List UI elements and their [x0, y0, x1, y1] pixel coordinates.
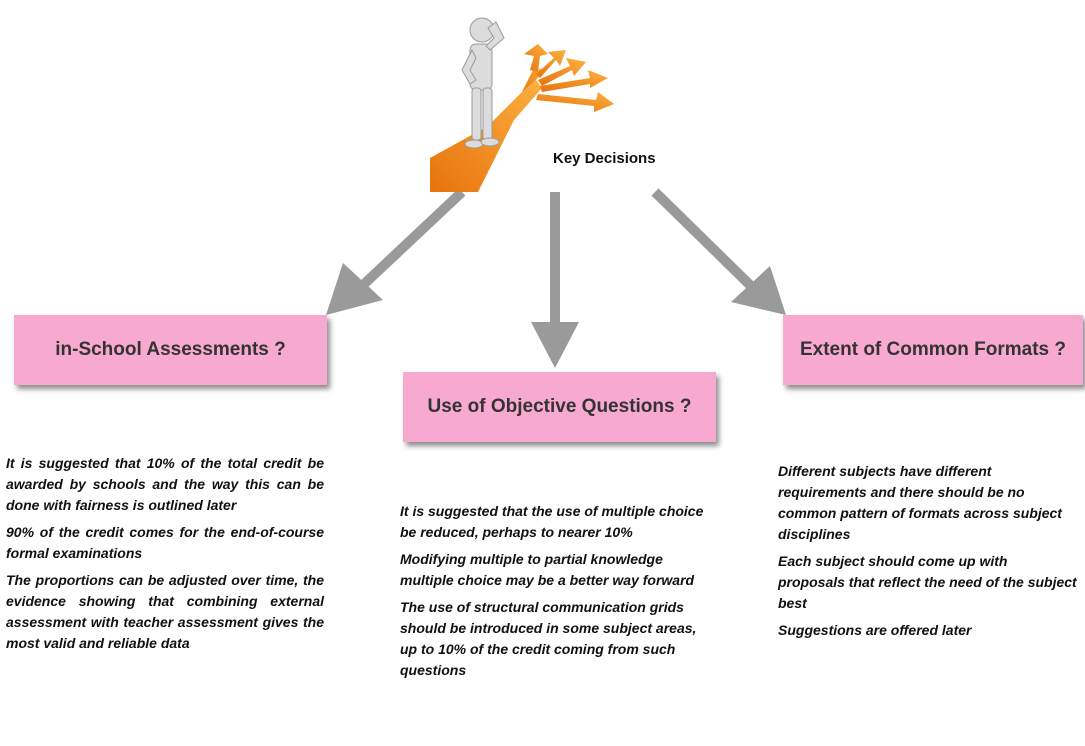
detail-point: Different subjects have different requir…: [778, 463, 1062, 542]
in-school-assessments-box: in-School Assessments ?: [14, 315, 327, 385]
arrowhead-right: [731, 266, 786, 315]
in-school-assessments-details: It is suggested that 10% of the total cr…: [6, 453, 324, 660]
detail-point: It is suggested that 10% of the total cr…: [6, 455, 324, 513]
decision-illustration: [430, 17, 614, 192]
key-decisions-label: Key Decisions: [553, 150, 656, 167]
objective-questions-details: It is suggested that the use of multiple…: [400, 501, 705, 687]
orange-path-icon: [430, 44, 614, 192]
arrow-to-left-branch: [358, 188, 466, 290]
objective-questions-box: Use of Objective Questions ?: [403, 372, 716, 442]
arrowhead-middle: [531, 322, 579, 368]
objective-questions-title: Use of Objective Questions ?: [427, 396, 692, 417]
detail-point: Each subject should come up with proposa…: [778, 553, 1077, 611]
arrow-to-right-branch: [651, 188, 756, 291]
common-formats-box: Extent of Common Formats ?: [783, 315, 1083, 385]
detail-point: 90% of the credit comes for the end-of-c…: [6, 524, 324, 561]
thinking-person-icon: [461, 17, 505, 149]
common-formats-title: Extent of Common Formats ?: [799, 339, 1066, 360]
detail-point: It is suggested that the use of multiple…: [400, 503, 704, 540]
detail-point: The proportions can be adjusted over tim…: [6, 572, 324, 651]
in-school-assessments-title: in-School Assessments ?: [55, 339, 286, 360]
arrowhead-left: [326, 263, 383, 315]
common-formats-details: Different subjects have different requir…: [778, 461, 1078, 647]
detail-point: Modifying multiple to partial knowledge …: [400, 551, 695, 588]
detail-point: The use of structural communication grid…: [400, 599, 697, 678]
detail-point: Suggestions are offered later: [778, 622, 972, 638]
